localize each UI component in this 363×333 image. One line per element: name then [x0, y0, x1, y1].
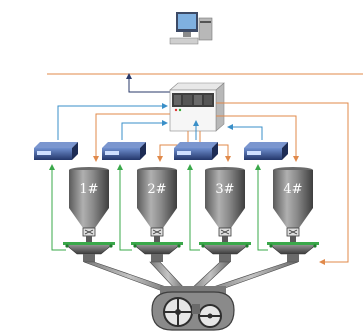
- weigh-hopper: [268, 243, 318, 255]
- signal-lines: [95, 102, 349, 263]
- load-cell-arrows: [49, 164, 261, 170]
- hopper-1: 1#: [63, 167, 115, 262]
- load-cell-icon: [65, 244, 69, 248]
- hopper-label: 4#: [283, 182, 302, 197]
- weigh-hopper: [64, 243, 114, 255]
- weighing-controller-icon: [34, 142, 288, 160]
- hopper-4: 4#: [267, 167, 319, 262]
- weigh-hopper: [200, 243, 250, 255]
- hopper-3: 3#: [199, 167, 251, 262]
- computer-icon: [169, 12, 213, 45]
- load-cell-icon: [177, 244, 181, 248]
- load-cell-icon: [201, 244, 205, 248]
- hopper-2: 2#: [131, 167, 183, 262]
- hopper-label: 3#: [215, 182, 234, 197]
- load-cell-icon: [133, 244, 137, 248]
- hopper-label: 2#: [147, 182, 166, 197]
- load-cell-icon: [109, 244, 113, 248]
- uplink-arrow: [126, 73, 132, 79]
- load-cell-lines: [51, 168, 268, 251]
- load-cell-icon: [245, 244, 249, 248]
- weigh-hopper: [132, 243, 182, 255]
- load-cell-icon: [313, 244, 317, 248]
- controller-feedback-lines: [57, 105, 263, 140]
- uplink-line: [128, 77, 170, 93]
- hopper-label: 1#: [79, 182, 98, 197]
- controller-feedback-arrows: [162, 103, 233, 130]
- signal-arrows: [93, 156, 325, 265]
- load-cell-icon: [269, 244, 273, 248]
- hopper-group: 1# 2# 3# 4#: [63, 167, 319, 262]
- mixer-machine-icon: [151, 286, 235, 331]
- plc-controller-icon: [169, 82, 225, 132]
